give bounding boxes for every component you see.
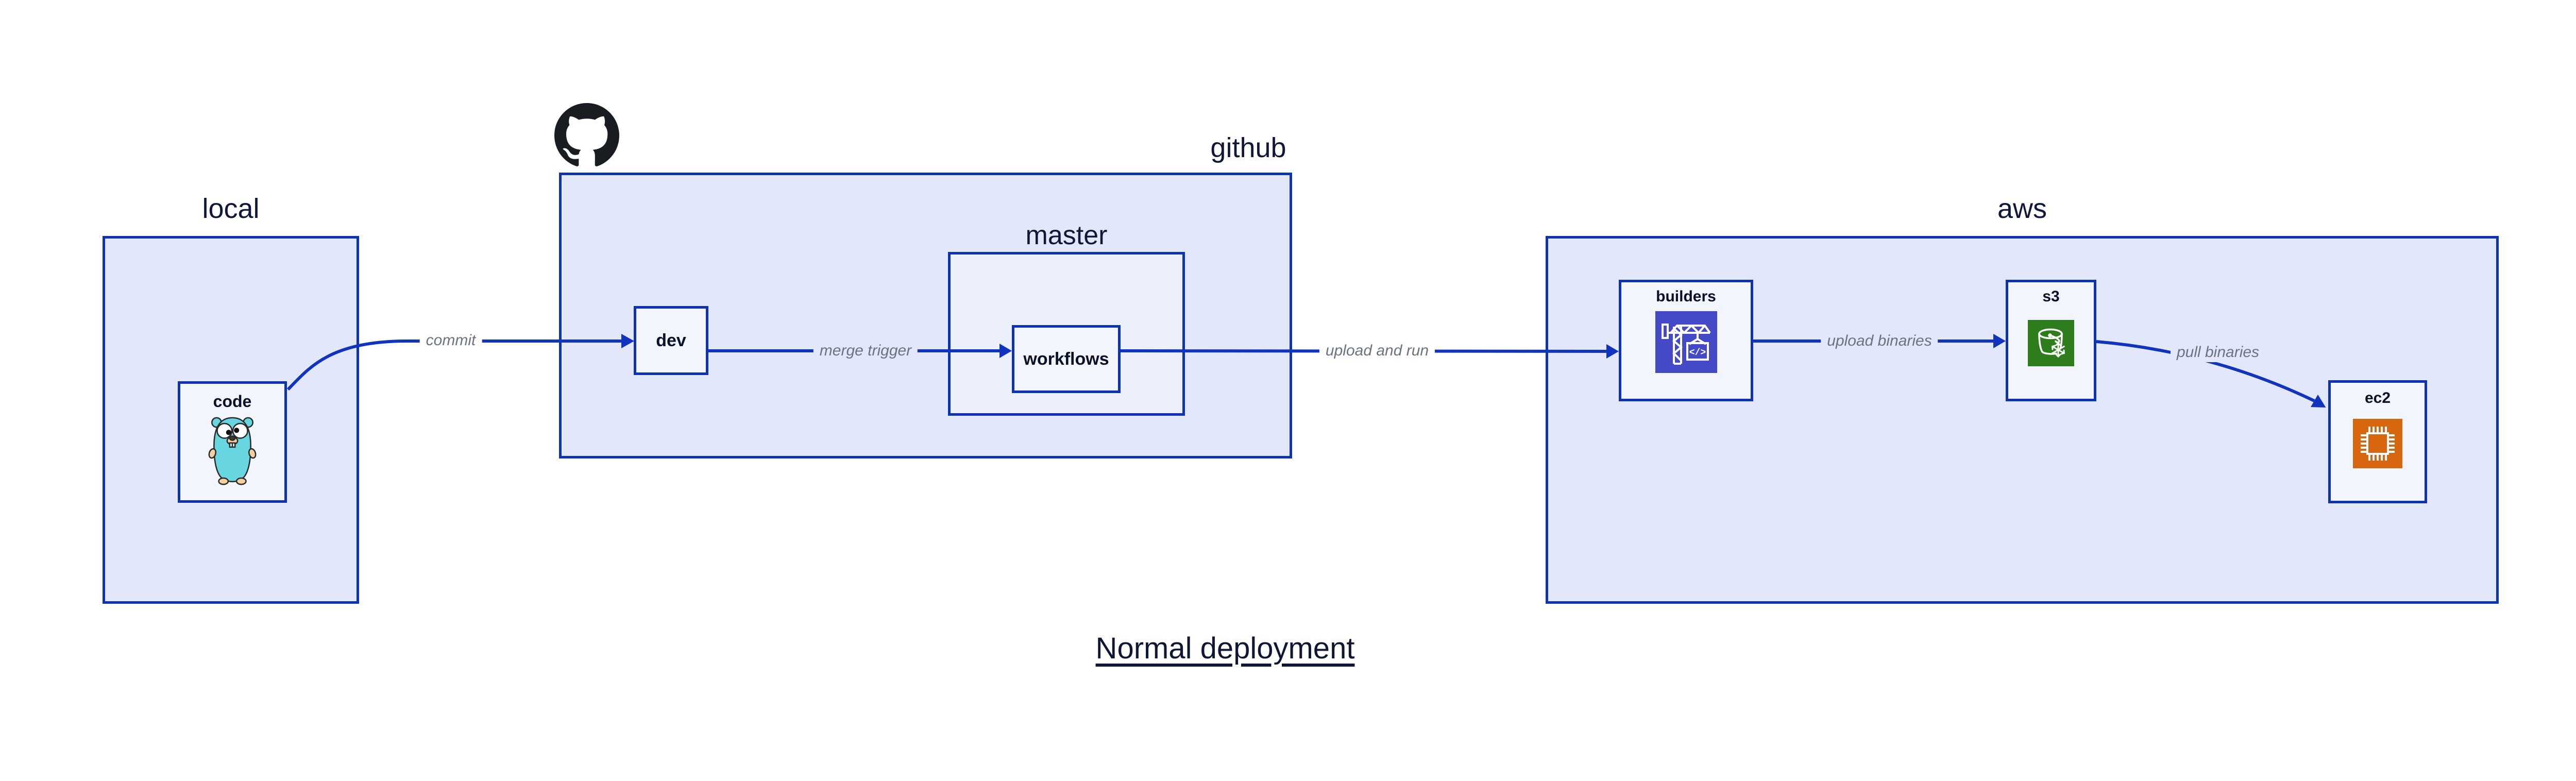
codebuild-icon-text: </>: [1689, 348, 1705, 358]
diagram-title: Normal deployment: [1095, 632, 1355, 665]
node-s3-label: s3: [2042, 288, 2060, 305]
edge-label-merge-trigger: merge trigger: [813, 341, 918, 361]
edge-label-upload-binaries: upload binaries: [1821, 331, 1938, 351]
container-label-github: github: [1210, 132, 1286, 163]
aws-s3-glacier-icon: [2028, 320, 2074, 366]
container-label-local: local: [202, 193, 260, 224]
go-gopher-icon: [204, 412, 261, 489]
node-ec2: ec2: [2328, 380, 2427, 503]
edge-label-pull-binaries: pull binaries: [2170, 343, 2266, 362]
aws-codebuild-icon: </>: [1655, 311, 1717, 373]
aws-ec2-icon: [2353, 419, 2402, 468]
node-s3: s3: [2006, 280, 2096, 401]
node-builders-label: builders: [1656, 288, 1716, 305]
node-code: code: [178, 381, 287, 503]
node-workflows: workflows: [1012, 325, 1121, 393]
github-octocat-logo-icon: [554, 103, 619, 168]
edge-label-upload-and-run: upload and run: [1319, 341, 1435, 361]
container-label-master: master: [1025, 220, 1108, 250]
edge-label-commit: commit: [419, 331, 482, 350]
node-ec2-label: ec2: [2364, 389, 2391, 406]
node-code-label: code: [213, 392, 252, 411]
node-dev: dev: [634, 306, 708, 375]
node-dev-label: dev: [656, 331, 686, 350]
node-workflows-label: workflows: [1023, 349, 1109, 369]
node-builders: builders </>: [1619, 280, 1753, 401]
container-label-aws: aws: [1997, 193, 2047, 224]
